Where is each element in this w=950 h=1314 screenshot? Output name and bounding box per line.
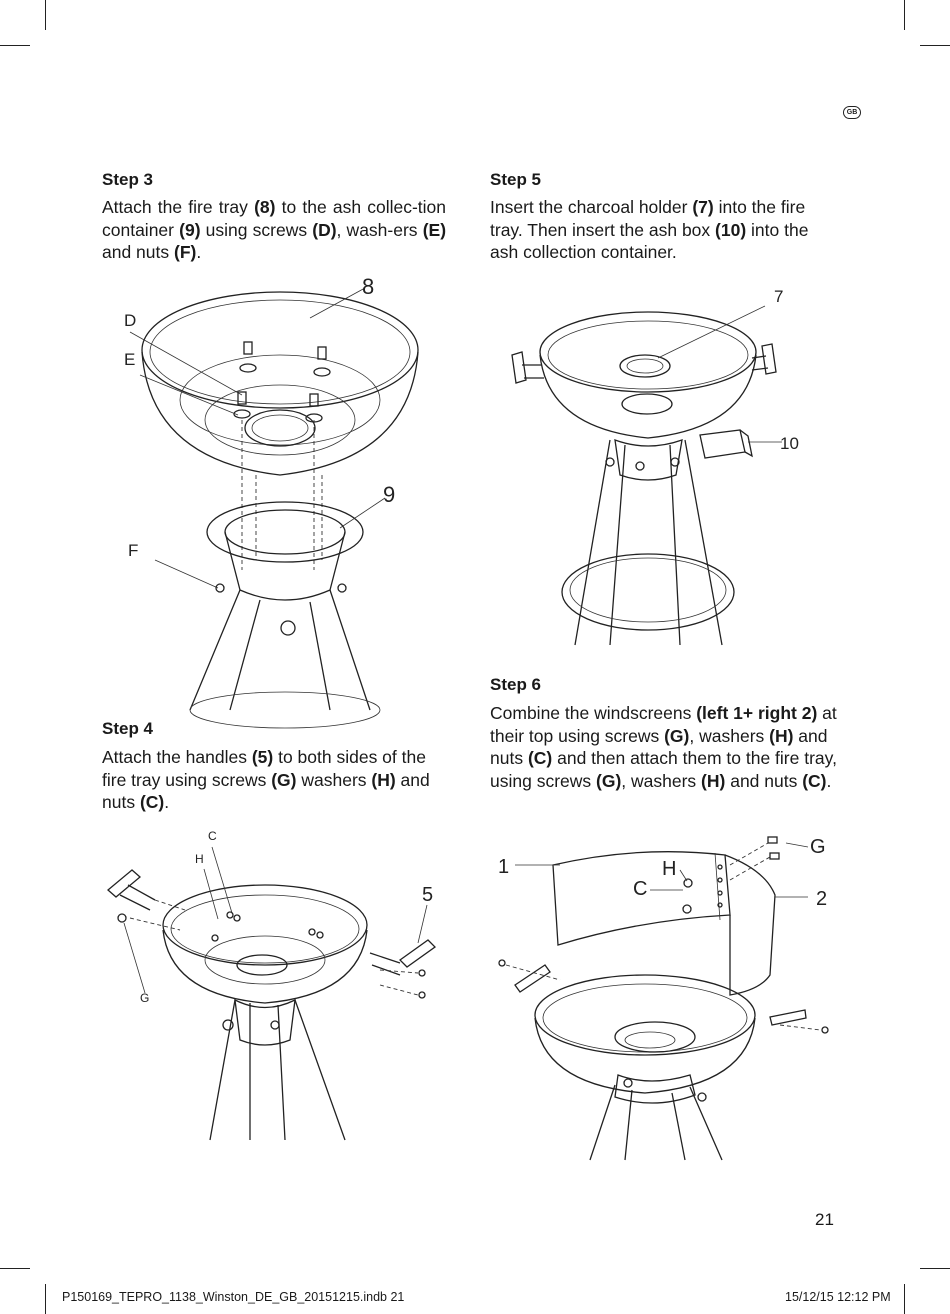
crop-mark [920,1268,950,1269]
footer-date: 15/12/15 12:12 PM [785,1290,891,1304]
step4-title: Step 4 [102,719,154,738]
step5-illustration: 7 10 [511,287,799,646]
crop-mark [45,1284,46,1314]
label-g: G [140,991,149,1005]
label-c: C [208,829,217,843]
step5-title: Step 5 [490,170,542,189]
label-d: D [124,311,136,330]
label-f: F [128,541,138,560]
label-h: H [662,858,676,880]
label-c: C [633,878,647,900]
step6-illustration: 1 H C G 2 [498,836,829,1161]
language-badge: GB [843,106,861,119]
label-e: E [124,350,135,369]
label-2: 2 [816,888,827,910]
label-5: 5 [422,884,433,906]
crop-mark [0,45,30,46]
crop-mark [920,45,950,46]
label-1: 1 [498,856,509,878]
crop-mark [45,0,46,30]
label-8: 8 [362,274,374,299]
footer-file: P150169_TEPRO_1138_Winston_DE_GB_2015121… [62,1290,405,1304]
step4-text: Attach the handles (5) to both sides of … [102,747,430,812]
step6-title: Step 6 [490,675,542,694]
step3-text: Attach the fire tray (8) to the ash coll… [102,197,447,262]
label-g: G [810,836,826,858]
step3-illustration: 8 D E 9 F [124,274,419,729]
crop-mark [904,1284,905,1314]
step6-text: Combine the windscreens (left 1+ right 2… [490,703,837,791]
crop-mark [904,0,905,30]
label-10: 10 [780,434,799,453]
label-h: H [195,852,204,866]
step5-text: Insert the charcoal holder (7) into the … [490,197,809,262]
step3-title: Step 3 [102,170,154,189]
label-9: 9 [383,482,395,507]
step4-illustration: C H 5 G [106,829,437,1141]
page-number: 21 [815,1210,834,1229]
label-7: 7 [774,287,783,306]
crop-mark [0,1268,30,1269]
